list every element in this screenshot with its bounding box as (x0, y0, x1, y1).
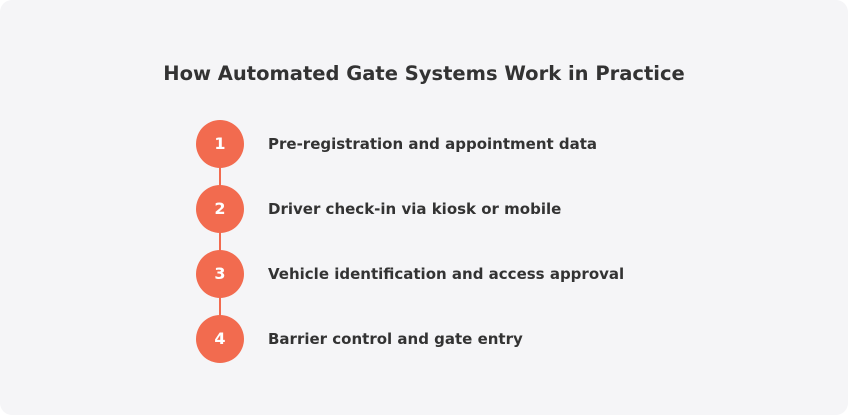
step-3: 3 Vehicle identification and access appr… (196, 250, 756, 298)
step-list: 1 Pre-registration and appointment data … (196, 120, 756, 365)
step-label: Pre-registration and appointment data (268, 135, 598, 153)
step-2: 2 Driver check-in via kiosk or mobile (196, 185, 756, 233)
step-label: Vehicle identification and access approv… (268, 265, 625, 283)
step-connector-line (219, 144, 221, 340)
step-number-badge: 1 (196, 120, 244, 168)
step-number-badge: 4 (196, 315, 244, 363)
step-4: 4 Barrier control and gate entry (196, 315, 756, 363)
diagram-title: How Automated Gate Systems Work in Pract… (163, 62, 685, 85)
step-label: Driver check-in via kiosk or mobile (268, 200, 562, 218)
step-number-badge: 3 (196, 250, 244, 298)
step-number-badge: 2 (196, 185, 244, 233)
step-label: Barrier control and gate entry (268, 330, 523, 348)
step-1: 1 Pre-registration and appointment data (196, 120, 756, 168)
